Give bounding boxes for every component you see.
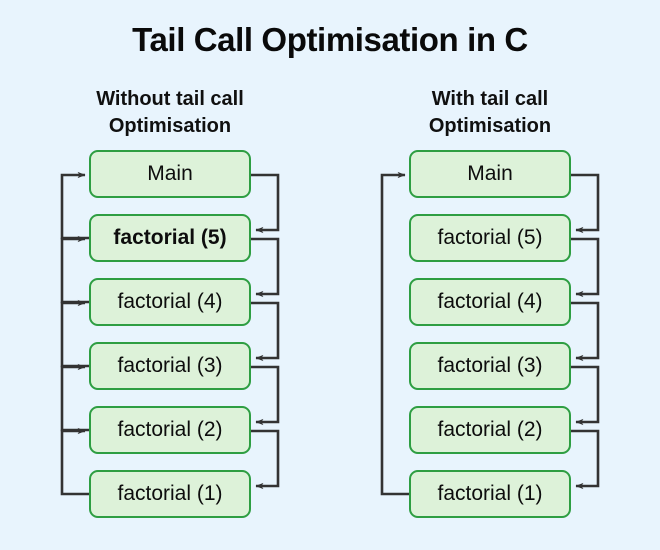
frame-without-3[interactable]: factorial (3) xyxy=(89,342,251,390)
column-heading-without-line2: Optimisation xyxy=(108,115,232,137)
frame-label: factorial (4) xyxy=(437,290,543,313)
frame-label: Main xyxy=(147,162,193,185)
frame-label: factorial (1) xyxy=(437,482,543,505)
frame-with-0[interactable]: Main xyxy=(409,150,571,198)
column-heading-without: Without tail call Optimisation xyxy=(45,86,295,140)
frame-with-5[interactable]: factorial (1) xyxy=(409,470,571,518)
return-arrows-without xyxy=(251,173,280,490)
call-arrow-with-direct xyxy=(380,171,409,496)
frame-without-0[interactable]: Main xyxy=(89,150,251,198)
frame-with-3[interactable]: factorial (3) xyxy=(409,342,571,390)
page-title: Tail Call Optimisation in C xyxy=(132,21,528,58)
frame-label: factorial (3) xyxy=(437,354,543,377)
frame-with-2[interactable]: factorial (4) xyxy=(409,278,571,326)
return-arrows-with xyxy=(571,173,600,490)
frame-without-1[interactable]: factorial (5) xyxy=(89,214,251,262)
column-heading-with-line1: With tail call xyxy=(431,88,549,110)
frame-label: Main xyxy=(467,162,513,185)
frame-label: factorial (5) xyxy=(437,226,543,249)
frame-without-2[interactable]: factorial (4) xyxy=(89,278,251,326)
column-heading-without-line1: Without tail call xyxy=(96,88,244,110)
frame-without-4[interactable]: factorial (2) xyxy=(89,406,251,454)
frame-label: factorial (1) xyxy=(117,482,223,505)
frame-label: factorial (4) xyxy=(117,290,223,313)
frame-label: factorial (3) xyxy=(117,354,223,377)
frame-with-4[interactable]: factorial (2) xyxy=(409,406,571,454)
column-heading-with: With tail call Optimisation xyxy=(365,86,615,140)
frame-label: factorial (5) xyxy=(113,226,227,249)
call-arrows-without xyxy=(60,171,89,496)
frame-without-5[interactable]: factorial (1) xyxy=(89,470,251,518)
frame-with-1[interactable]: factorial (5) xyxy=(409,214,571,262)
column-heading-with-line2: Optimisation xyxy=(428,115,552,137)
frame-label: factorial (2) xyxy=(437,418,543,441)
frame-label: factorial (2) xyxy=(117,418,223,441)
